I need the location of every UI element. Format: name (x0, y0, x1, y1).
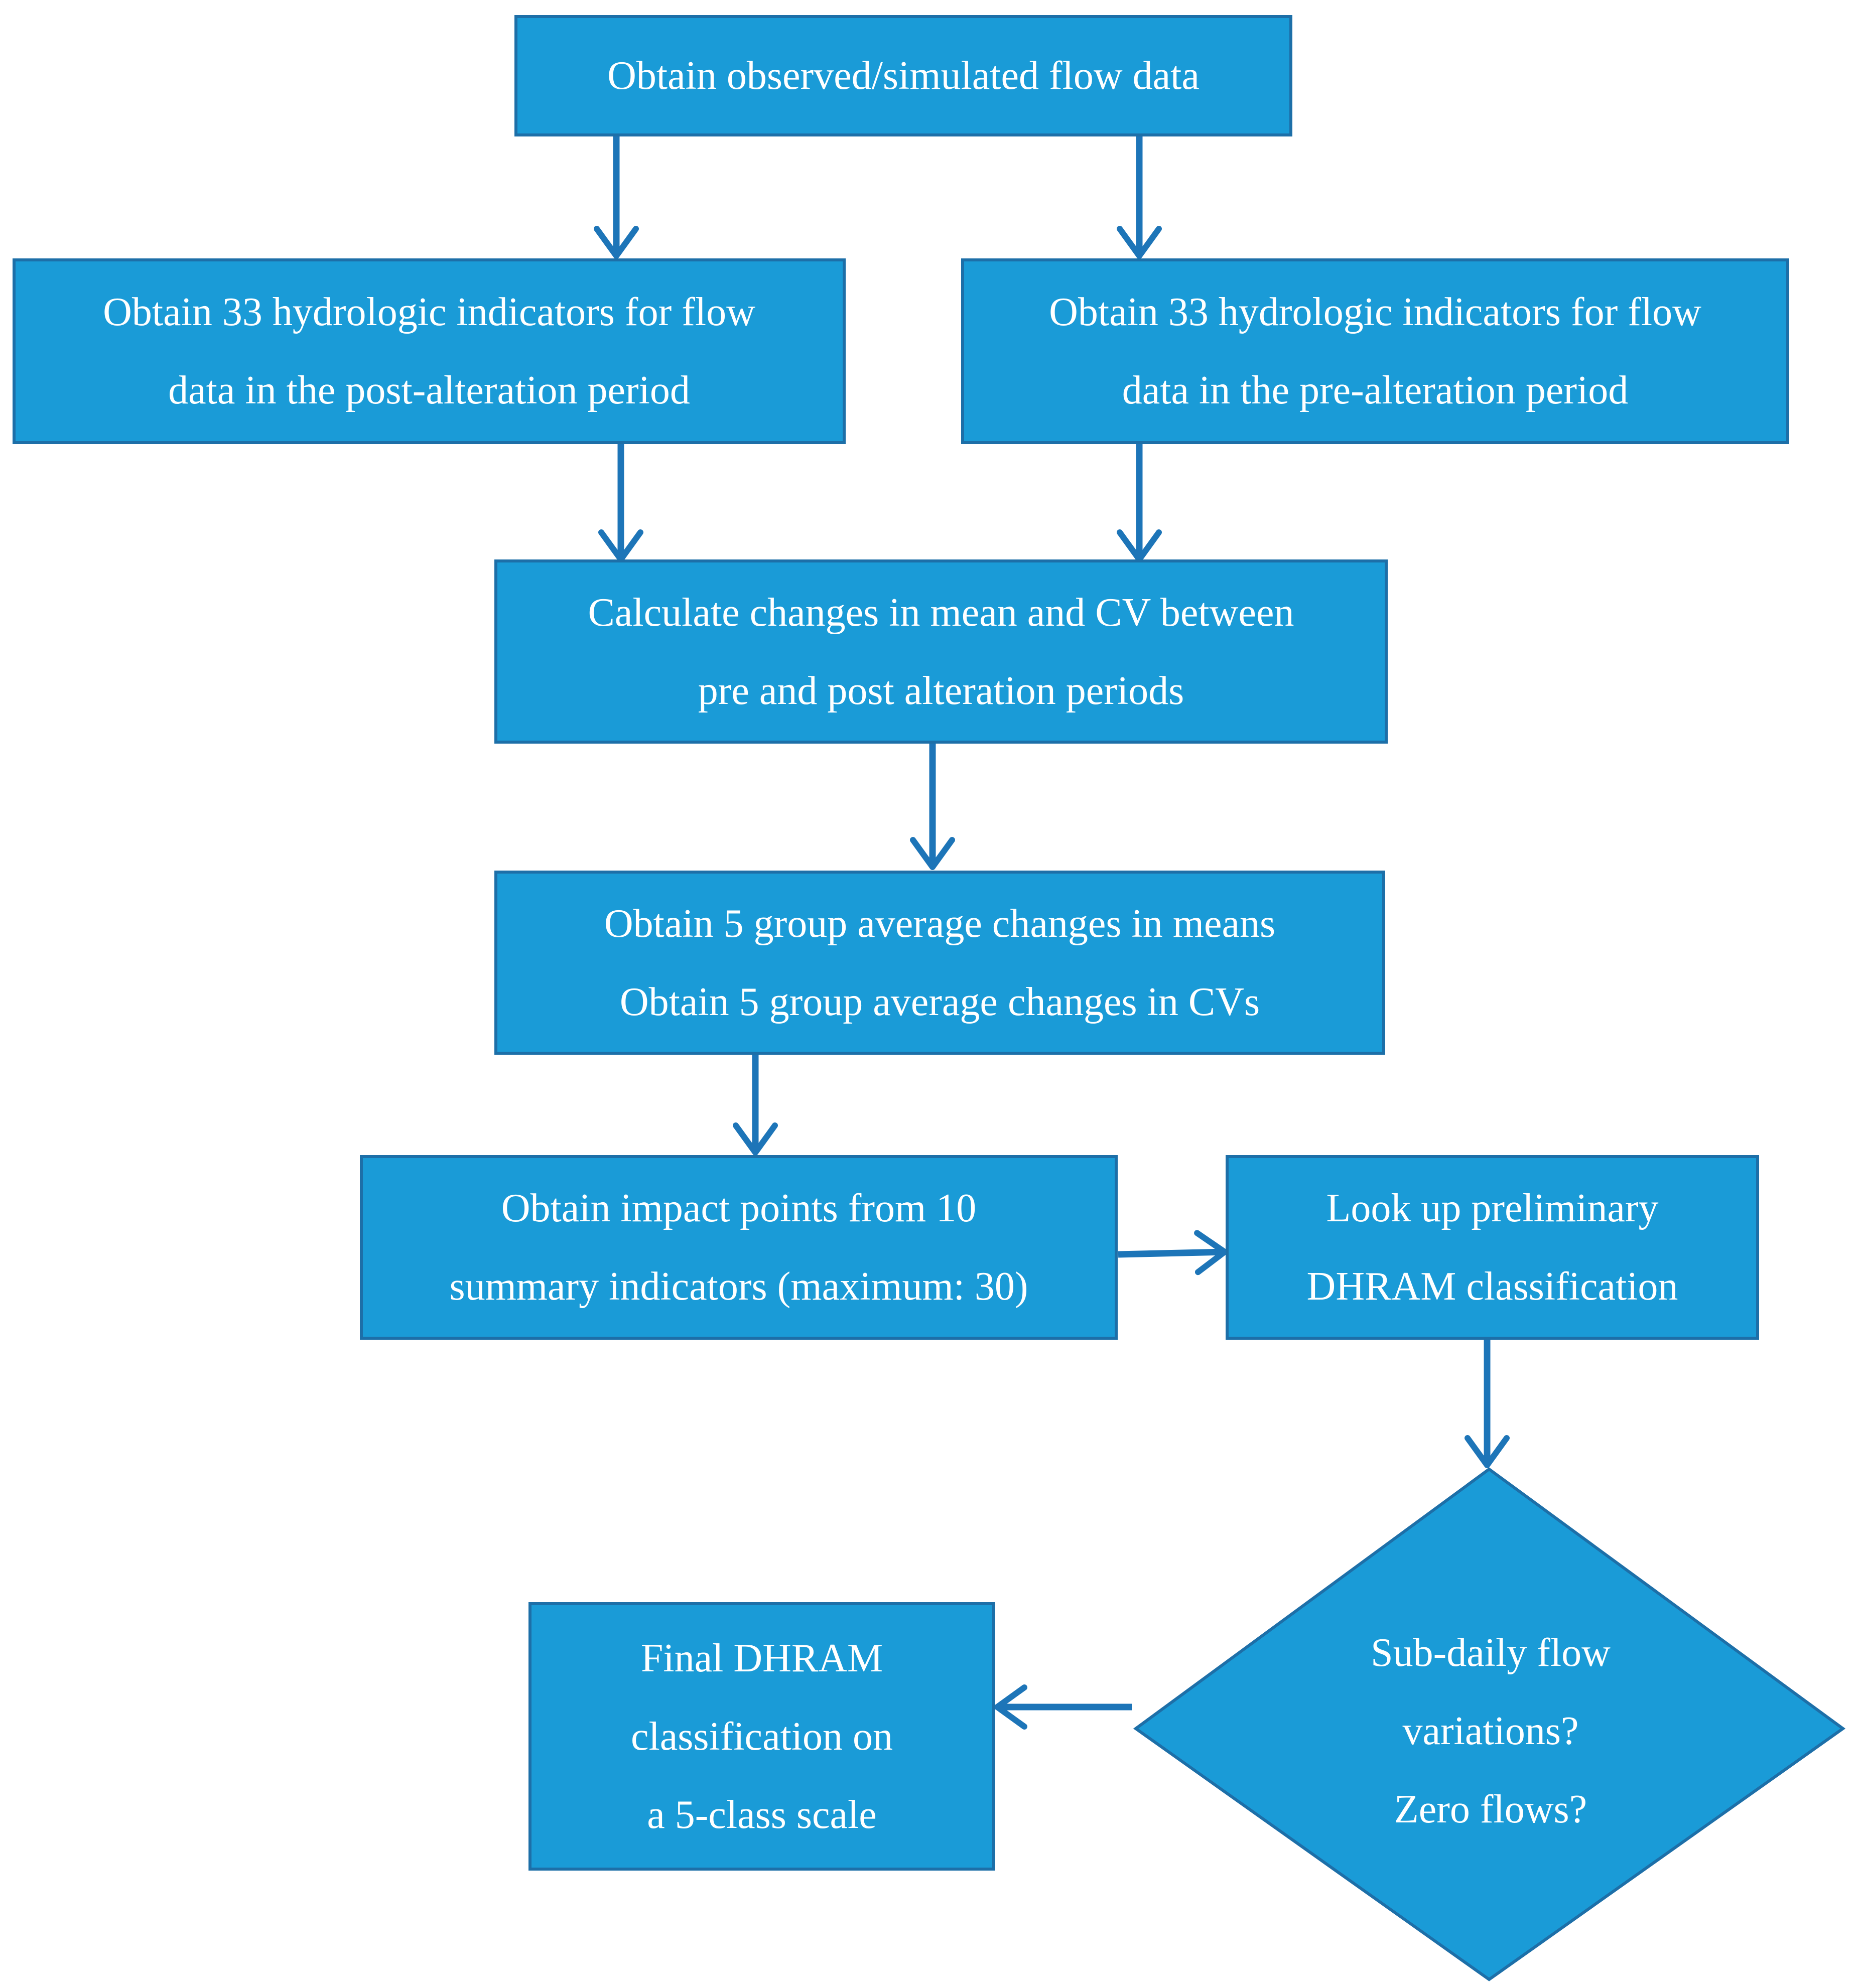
node-text-line: variations? (1402, 1709, 1579, 1753)
node-text-line: pre and post alteration periods (698, 668, 1184, 713)
decision-diamond (1133, 1467, 1846, 1981)
node-text-line: Final DHRAM (640, 1636, 883, 1680)
node-text-line: Obtain 5 group average changes in means (604, 901, 1276, 946)
decision-label: Sub-daily flow variations? Zero flows? (1255, 1606, 1726, 1857)
node-text-line: DHRAM classification (1306, 1264, 1678, 1309)
node-text-line: classification on (630, 1714, 893, 1759)
node-text-line: Calculate changes in mean and CV between (588, 590, 1294, 635)
node-impact-points: Obtain impact points from 10 summary indi… (360, 1155, 1118, 1340)
node-obtain-flow-data: Obtain observed/simulated flow data (514, 15, 1292, 136)
node-text-line: data in the post-alteration period (168, 368, 690, 412)
node-post-alteration-indicators: Obtain 33 hydrologic indicators for flow… (13, 258, 846, 444)
node-text-line: a 5-class scale (647, 1792, 877, 1837)
node-final-classification: Final DHRAM classification on a 5-class sc… (528, 1602, 995, 1871)
node-text-line: Obtain 33 hydrologic indicators for flow (1049, 290, 1701, 334)
node-pre-alteration-indicators: Obtain 33 hydrologic indicators for flow… (961, 258, 1789, 444)
node-text-line: Obtain 5 group average changes in CVs (619, 979, 1260, 1024)
node-text-line: data in the pre-alteration period (1122, 368, 1629, 412)
node-text-line: Obtain impact points from 10 (501, 1186, 977, 1230)
node-text-line: Look up preliminary (1326, 1186, 1659, 1230)
node-calculate-changes: Calculate changes in mean and CV between… (494, 559, 1388, 744)
node-text-line: Zero flows? (1394, 1787, 1587, 1831)
node-text-line: summary indicators (maximum: 30) (449, 1264, 1028, 1309)
node-text-line: Obtain 33 hydrologic indicators for flow (103, 290, 755, 334)
node-text-line: Sub-daily flow (1371, 1631, 1611, 1675)
node-text-line: Obtain observed/simulated flow data (607, 54, 1200, 98)
arrow-impact-to-preliminary (1118, 1230, 1228, 1275)
